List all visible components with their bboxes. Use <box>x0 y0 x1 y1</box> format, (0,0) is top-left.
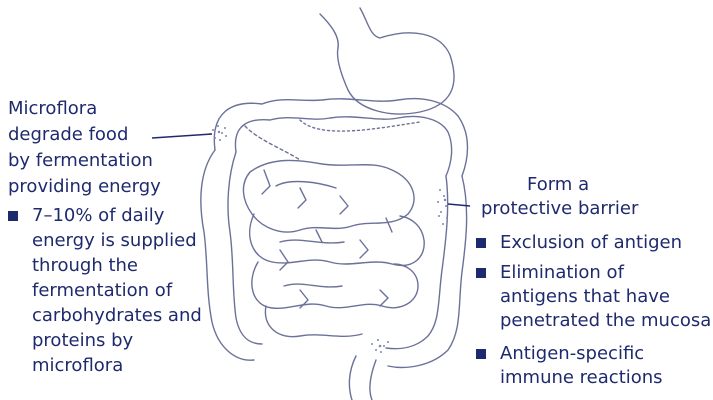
right-bullet-2-line-3: penetrated the mucosa <box>500 310 711 331</box>
left-heading-line-3: by fermentation <box>8 150 153 171</box>
left-bullet-line-3: through the <box>32 255 138 276</box>
small-intestine-outline <box>243 160 414 232</box>
right-bullet-2-line-2: antigens that have <box>500 286 670 307</box>
right-bullet-2-line-1: Elimination of <box>500 262 624 283</box>
right-heading-line-1: Form a <box>527 174 589 195</box>
left-bullet-line-2: energy is supplied <box>32 230 197 251</box>
right-bullet-3-line-2: immune reactions <box>500 367 663 388</box>
right-bullet-1-line-1: Exclusion of antigen <box>500 232 682 253</box>
ascending-colon-outline <box>201 150 254 360</box>
rectum-outline <box>349 356 356 400</box>
left-bullet-line-6: proteins by <box>32 330 133 351</box>
left-bullet-line-5: carbohydrates and <box>32 305 202 326</box>
left-heading-line-2: degrade food <box>8 124 128 145</box>
left-bullet-line-1: 7–10% of daily <box>32 205 164 226</box>
left-bullet-line-7: microflora <box>32 355 123 376</box>
right-bullet-3-line-1: Antigen-specific <box>500 343 644 364</box>
left-heading-line-1: Microflora <box>8 98 97 119</box>
transverse-colon-outline <box>214 99 467 176</box>
bullet-square-icon <box>476 268 486 278</box>
bullet-square-icon <box>476 238 486 248</box>
stomach-outline <box>337 8 454 114</box>
left-heading-line-4: providing energy <box>8 176 161 197</box>
esophagus-outline <box>320 14 338 48</box>
bullet-square-icon <box>8 211 18 221</box>
left-bullet-line-4: fermentation of <box>32 280 172 301</box>
left-leader-line <box>152 134 212 138</box>
right-heading-line-2: protective barrier <box>481 198 638 219</box>
bullet-square-icon <box>476 349 486 359</box>
